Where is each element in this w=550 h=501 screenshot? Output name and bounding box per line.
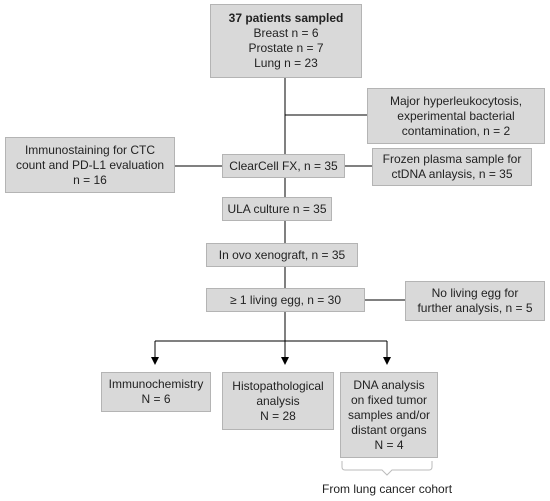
immunostaining-line-3: n = 16 (73, 172, 107, 187)
immunochemistry-line-1: Immunochemistry (108, 377, 204, 391)
clearcell-label: ClearCell FX, n = 35 (229, 158, 338, 173)
histopathology-line-1: Histopathological (232, 378, 324, 393)
histopathology-line-3: N = 28 (260, 408, 296, 423)
patients-sampled-title: 37 patients sampled (228, 11, 344, 25)
excluded-line-2: experimental bacterial (397, 108, 515, 123)
living-egg-box: ≥ 1 living egg, n = 30 (206, 288, 365, 312)
xenograft-label: In ovo xenograft, n = 35 (218, 247, 346, 262)
histopathology-line-2: analysis (256, 393, 300, 408)
immunochemistry-line-2: N = 6 (141, 392, 171, 406)
dna-analysis-line-1: DNA analysis (353, 377, 425, 392)
ula-culture-box: ULA culture n = 35 (222, 197, 332, 221)
lung-count: Lung n = 23 (254, 56, 318, 70)
clearcell-box: ClearCell FX, n = 35 (222, 154, 345, 178)
lung-cohort-brace (341, 461, 433, 476)
immunostaining-line-1: Immunostaining for CTC (24, 142, 156, 157)
no-living-egg-line-2: further analysis, n = 5 (417, 301, 533, 315)
immunostaining-box: Immunostaining for CTC count and PD-L1 e… (5, 137, 175, 193)
immunochemistry-box: Immunochemistry N = 6 (101, 372, 211, 412)
prostate-count: Prostate n = 7 (248, 41, 324, 55)
frozen-plasma-box: Frozen plasma sample for ctDNA anlaysis,… (372, 148, 532, 186)
no-living-egg-box: No living egg for further analysis, n = … (405, 281, 545, 321)
immunostaining-line-2: count and PD-L1 evaluation (15, 157, 165, 172)
lung-cohort-footnote: From lung cancer cohort (322, 482, 453, 496)
excluded-line-3: contamination, n = 2 (401, 123, 511, 138)
dna-analysis-box: DNA analysis on fixed tumor samples and/… (340, 372, 438, 458)
xenograft-box: In ovo xenograft, n = 35 (206, 243, 358, 267)
no-living-egg-line-1: No living egg for (431, 286, 519, 300)
ula-culture-label: ULA culture n = 35 (227, 201, 327, 216)
dna-analysis-line-2: on fixed tumor (350, 392, 428, 407)
breast-count: Breast n = 6 (253, 26, 319, 40)
frozen-plasma-line-2: ctDNA anlaysis, n = 35 (391, 167, 513, 181)
histopathology-box: Histopathological analysis N = 28 (222, 372, 334, 430)
living-egg-label: ≥ 1 living egg, n = 30 (230, 292, 341, 307)
dna-analysis-line-3: samples and/or (347, 407, 431, 422)
dna-analysis-line-4: distant organs (351, 422, 427, 437)
excluded-box: Major hyperleukocytosis, experimental ba… (367, 88, 545, 144)
patients-sampled-box: 37 patients sampled Breast n = 6 Prostat… (210, 4, 362, 78)
frozen-plasma-line-1: Frozen plasma sample for (382, 152, 522, 166)
dna-analysis-line-5: N = 4 (374, 437, 404, 452)
excluded-line-1: Major hyperleukocytosis, (389, 93, 523, 108)
